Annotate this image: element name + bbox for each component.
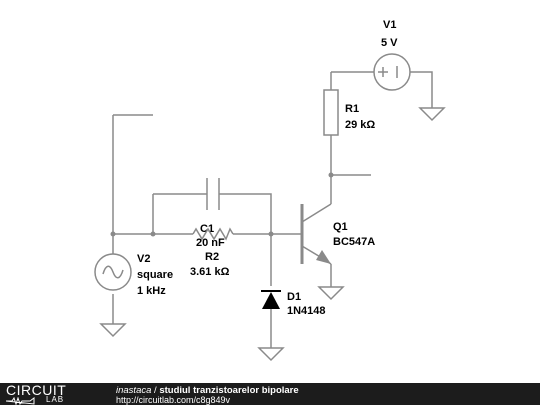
q1-npn-transistor[interactable] xyxy=(300,175,332,264)
r2-resistor[interactable] xyxy=(192,227,234,241)
d1-value: 1N4148 xyxy=(287,305,326,317)
q1-value: BC547A xyxy=(333,236,375,248)
c1-capacitor[interactable] xyxy=(206,178,220,210)
d1-diode[interactable] xyxy=(261,290,281,309)
logo-text-top: CIRCUIT xyxy=(6,382,67,398)
ground-icon xyxy=(257,347,285,362)
v1-name: V1 xyxy=(383,19,396,31)
wires xyxy=(112,71,433,348)
junction-dots xyxy=(110,172,334,237)
ground-icon xyxy=(317,286,345,301)
logo-wave-icon xyxy=(6,397,35,405)
circuit-title[interactable]: studiul tranzistoarelor bipolare xyxy=(159,385,299,396)
circuit-title-line: inastaca / studiul tranzistoarelor bipol… xyxy=(116,385,299,396)
wire-cap-right xyxy=(219,193,272,234)
q1-emitter-lead xyxy=(321,257,332,265)
v1-dc-source[interactable] xyxy=(373,53,411,91)
wire-cap-left xyxy=(152,193,207,234)
r1-name: R1 xyxy=(345,103,359,115)
d1-name: D1 xyxy=(287,291,301,303)
circuit-schematic: V1 5 V R1 29 kΩ C1 20 nF R2 3.61 kΩ Q1 B… xyxy=(94,19,446,362)
wire-v1-right xyxy=(410,71,433,108)
author-name[interactable]: inastaca xyxy=(116,385,152,396)
title-separator: / xyxy=(151,385,160,396)
logo-text-bottom: LAB xyxy=(46,395,65,404)
r2-name: R2 xyxy=(205,251,219,263)
r1-resistor[interactable] xyxy=(323,89,339,136)
r2-value: 3.61 kΩ xyxy=(190,266,230,278)
v1-value: 5 V xyxy=(381,37,398,49)
c1-name: C1 xyxy=(200,223,214,235)
v2-name: V2 xyxy=(137,253,150,265)
v2-line1: square xyxy=(137,269,173,281)
circuit-url[interactable]: http://circuitlab.com/c8g849v xyxy=(116,395,231,405)
r1-value: 29 kΩ xyxy=(345,119,375,131)
v2-line2: 1 kHz xyxy=(137,285,166,297)
ground-icon xyxy=(99,323,127,338)
q1-name: Q1 xyxy=(333,221,348,233)
circuitlab-logo[interactable]: CIRCUIT LAB xyxy=(6,383,106,405)
footer-bar: CIRCUIT LAB inastaca / studiul tranzisto… xyxy=(0,383,540,405)
c1-value: 20 nF xyxy=(196,237,225,249)
wire-input-top xyxy=(112,114,153,258)
q1-emitter-arrow xyxy=(316,250,331,264)
ground-icon xyxy=(418,107,446,122)
v2-ac-source[interactable] xyxy=(94,253,132,291)
